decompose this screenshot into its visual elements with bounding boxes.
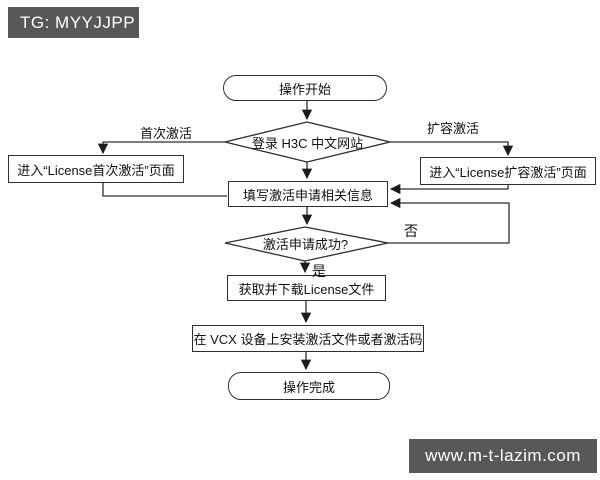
- edge-label-yes: 是: [312, 263, 326, 279]
- edge-expand-page-to-fill-info: [389, 183, 509, 195]
- node-download-license-label: 获取并下载License文件: [238, 281, 375, 297]
- node-install-on-vcx-label: 在 VCX 设备上安装激活文件或者激活码: [193, 332, 423, 347]
- node-enter-expand-activation-page: 进入“License扩容激活”页面: [420, 157, 596, 185]
- edge-login-to-expand-page: [390, 141, 514, 157]
- decision-login-diamond: [224, 121, 391, 163]
- website-watermark-label: www.m-t-lazim.com: [425, 446, 581, 465]
- edge-label-first-activation: 首次激活: [140, 126, 193, 141]
- edge-success-no-loop: [388, 197, 510, 244]
- node-start-label: 操作开始: [278, 81, 331, 97]
- edge-first-page-to-fill-info: [102, 183, 227, 197]
- node-end-label: 操作完成: [282, 379, 335, 395]
- node-end-terminator: 操作完成: [228, 372, 390, 400]
- node-enter-first-activation-label: 进入“License首次激活”页面: [17, 162, 175, 178]
- telegram-watermark-badge: TG: MYYJJPP: [8, 7, 139, 38]
- node-start-terminator: 操作开始: [223, 75, 387, 101]
- node-enter-first-activation-page: 进入“License首次激活”页面: [8, 155, 184, 183]
- node-enter-expand-activation-label: 进入“License扩容激活”页面: [429, 164, 587, 180]
- edge-login-to-first-page: [97, 141, 225, 155]
- edge-label-no: 否: [404, 223, 418, 239]
- node-fill-activation-info-label: 填写激活申请相关信息: [242, 187, 373, 203]
- edge-label-expand-activation: 扩容激活: [427, 121, 480, 136]
- node-fill-activation-info: 填写激活申请相关信息: [228, 181, 388, 207]
- node-download-license-file: 获取并下载License文件: [227, 275, 386, 301]
- node-install-on-vcx-device: 在 VCX 设备上安装激活文件或者激活码: [192, 325, 424, 352]
- website-watermark-badge: www.m-t-lazim.com: [409, 439, 597, 473]
- decision-success-diamond: [224, 226, 389, 262]
- telegram-watermark-label: TG: MYYJJPP: [20, 12, 136, 32]
